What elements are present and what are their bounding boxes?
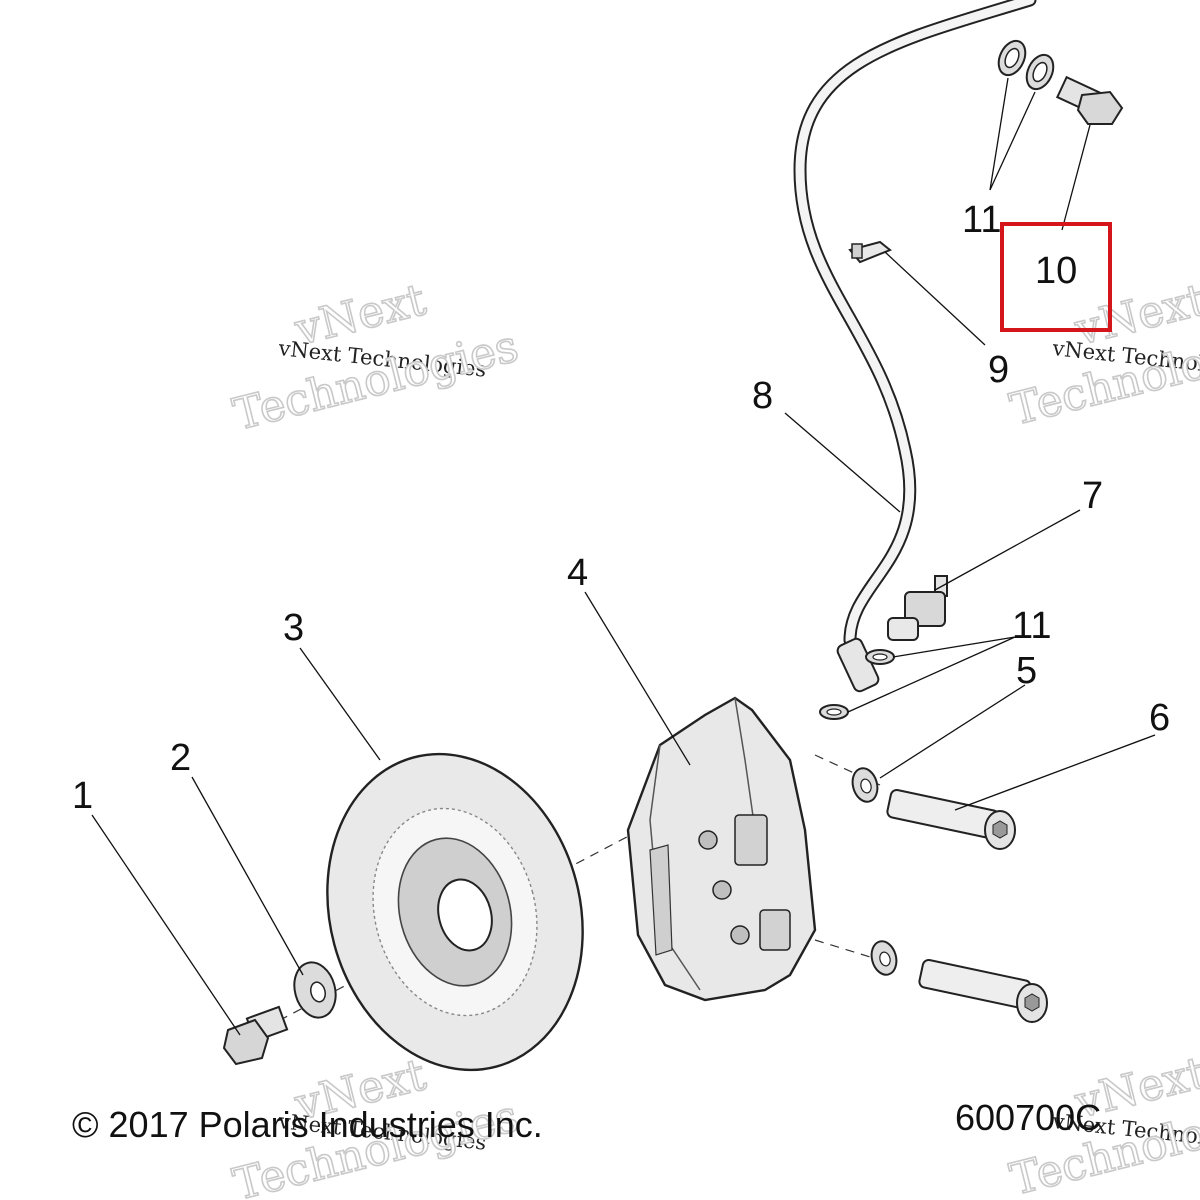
caliper-washers <box>851 767 898 976</box>
callout-9[interactable]: 9 <box>988 349 1009 391</box>
leader-lines <box>91 77 1156 1036</box>
watermark-left: vNext vNext Technologies Technologies <box>228 273 524 441</box>
callout-4[interactable]: 4 <box>567 552 588 594</box>
highlight-box <box>1000 222 1112 332</box>
callout-10[interactable]: 10 <box>1035 250 1077 292</box>
rotor-bolt <box>222 1005 289 1066</box>
brake-rotor <box>326 752 584 1072</box>
callout-5[interactable]: 5 <box>1016 650 1037 692</box>
callout-11-top[interactable]: 11 <box>962 199 1001 241</box>
crush-washers-lower <box>819 649 895 720</box>
hose-clip <box>848 240 892 264</box>
callout-8[interactable]: 8 <box>752 375 773 417</box>
callout-6[interactable]: 6 <box>1149 697 1170 739</box>
svg-text:Technologies: Technologies <box>228 321 523 441</box>
callout-11-lower[interactable]: 11 <box>1012 605 1051 647</box>
brake-caliper <box>626 696 817 1002</box>
copyright-text: © 2017 Polaris Industries Inc. <box>72 1104 543 1145</box>
drawing-number: 600700C <box>955 1097 1101 1138</box>
callouts: 1 2 3 4 5 6 7 8 9 10 11 11 <box>72 199 1170 817</box>
callout-2[interactable]: 2 <box>170 737 191 779</box>
bleeder-fitting <box>887 575 948 641</box>
banjo-bolt <box>1055 75 1124 125</box>
rotor-washer <box>293 961 337 1019</box>
brake-line <box>793 0 1037 693</box>
crush-washers-top <box>997 39 1055 91</box>
caliper-bolts <box>886 788 1048 1023</box>
callout-1[interactable]: 1 <box>72 775 93 817</box>
watermark-right: vNext vNext Technologies Technologies <box>1005 273 1200 436</box>
callout-3[interactable]: 3 <box>283 607 304 649</box>
callout-7[interactable]: 7 <box>1082 475 1103 517</box>
